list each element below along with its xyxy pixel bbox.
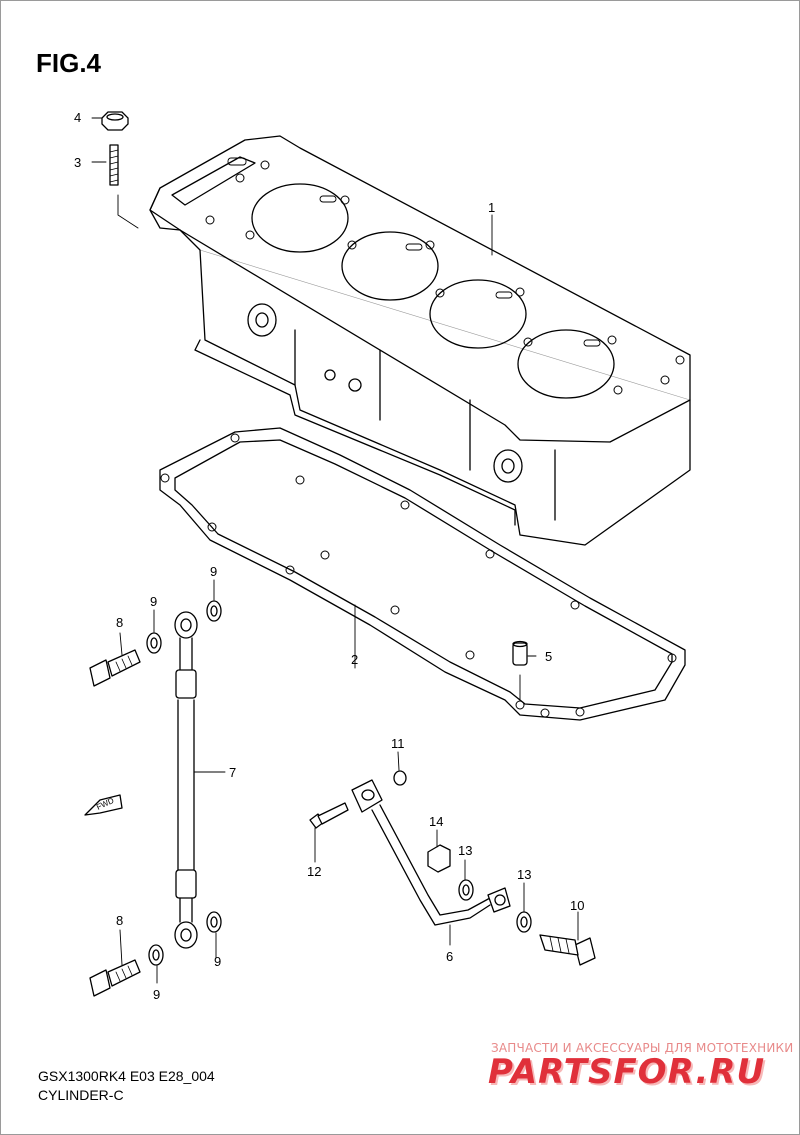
union-bolt-upper[interactable] [89,649,141,687]
callout-6: 6 [446,949,453,964]
part-name: CYLINDER-C [38,1087,124,1103]
cap-14[interactable] [427,844,451,873]
union-bolt-right[interactable] [539,934,596,966]
callout-4: 4 [74,110,81,125]
callout-7: 7 [229,765,236,780]
callout-9-d: 9 [214,954,221,969]
callout-numbers: 1 2 3 4 5 6 7 8 8 9 9 9 9 10 11 12 13 13… [74,110,584,1002]
callout-5: 5 [545,649,552,664]
figure-title: FIG.4 [36,48,102,78]
callout-9-c: 9 [153,987,160,1002]
callout-2: 2 [351,652,358,667]
bolt-12[interactable] [309,802,349,829]
gasket-washers[interactable] [146,600,222,966]
callout-9-a: 9 [150,594,157,609]
stud-bolt[interactable] [109,144,119,186]
o-ring-11[interactable] [393,770,407,786]
callout-10: 10 [570,898,584,913]
callout-8-upper: 8 [116,615,123,630]
cylinder-base-gasket[interactable] [159,427,686,721]
watermark-brand: PARTSFOR.RU [488,1052,766,1092]
callout-14: 14 [429,814,443,829]
model-code: GSX1300RK4 E03 E28_004 [38,1068,215,1084]
callout-9-b: 9 [210,564,217,579]
callout-3: 3 [74,155,81,170]
leader-lines [91,117,579,984]
forward-arrow-icon: FWD [84,794,123,816]
callout-13-a: 13 [458,843,472,858]
callout-12: 12 [307,864,321,879]
union-bolt-lower[interactable] [89,959,141,997]
dowel-pin[interactable] [512,640,528,666]
callout-1: 1 [488,200,495,215]
oil-hose[interactable] [174,611,198,949]
watermark-tagline: ЗАПЧАСТИ И АКСЕССУАРЫ ДЛЯ МОТОТЕХНИКИ [491,1041,794,1055]
flange-nut[interactable] [101,111,129,131]
callout-11: 11 [391,736,405,751]
oil-pipe[interactable] [351,779,511,926]
callout-8-lower: 8 [116,913,123,928]
callout-13-b: 13 [517,867,531,882]
cylinder-block[interactable] [149,135,691,546]
